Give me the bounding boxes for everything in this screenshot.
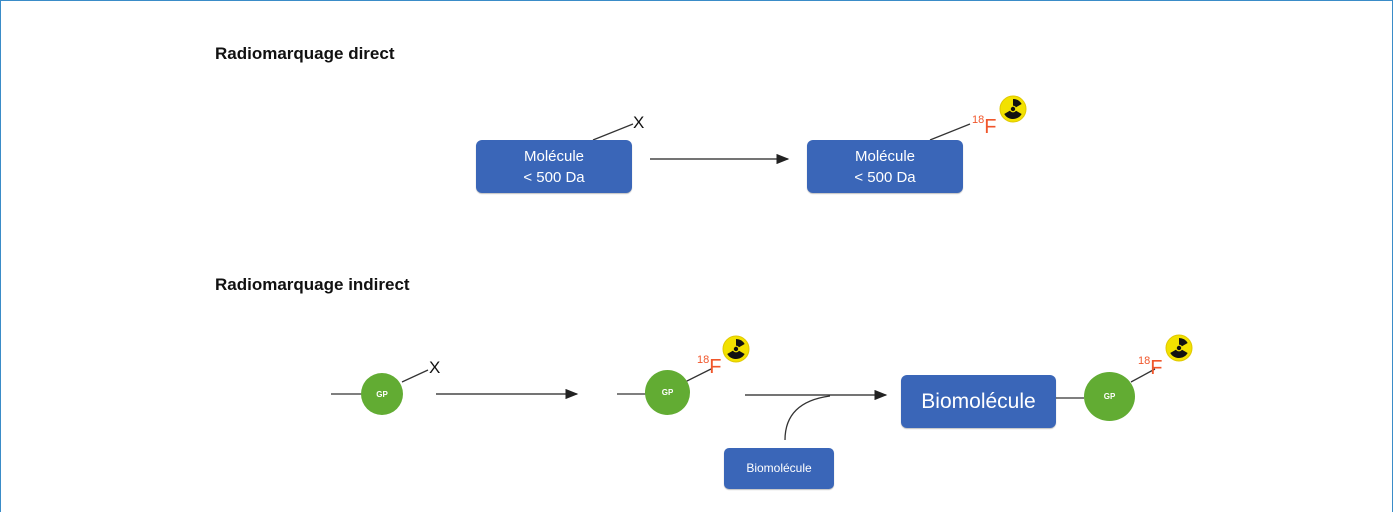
heading-direct: Radiomarquage direct xyxy=(215,44,395,63)
isotope-label-indirect-2: 18F xyxy=(1138,355,1163,380)
group-gp-precursor: GP xyxy=(361,373,403,415)
molecule-precursor-name: Molécule xyxy=(523,147,585,165)
molecule-product-name: Molécule xyxy=(854,147,916,165)
molecule-precursor-box: Molécule < 500 Da xyxy=(476,140,632,193)
biomolecule-reagent-label: Biomolécule xyxy=(746,461,812,475)
leaving-group-x-indirect: X xyxy=(429,358,441,377)
bond-gp-x xyxy=(401,369,429,383)
radioactive-icon xyxy=(999,95,1027,123)
biomolecule-product-box: Biomolécule xyxy=(901,375,1056,428)
isotope-label-indirect-1: 18F xyxy=(697,354,722,379)
isotope-mass: 18 xyxy=(697,354,710,366)
isotope-element: F xyxy=(984,116,997,138)
biomolecule-product-label: Biomolécule xyxy=(921,389,1036,413)
bond-precursor-x xyxy=(592,123,634,141)
bond-gp-f xyxy=(684,368,712,383)
reagent-curve xyxy=(784,395,831,441)
molecule-product-size: < 500 Da xyxy=(854,168,916,186)
isotope-label-direct: 18F xyxy=(972,114,997,139)
isotope-mass: 18 xyxy=(1138,355,1151,367)
group-gp-labeled: GP xyxy=(645,370,690,415)
radioactive-icon xyxy=(1165,334,1193,362)
radioactive-icon xyxy=(722,335,750,363)
leaving-group-x-direct: X xyxy=(633,113,645,132)
molecule-product-box: Molécule < 500 Da xyxy=(807,140,963,193)
biomolecule-reagent-box: Biomolécule xyxy=(724,448,834,489)
isotope-mass: 18 xyxy=(972,114,985,126)
isotope-element: F xyxy=(709,356,722,378)
isotope-element: F xyxy=(1150,357,1163,379)
bond-product-f xyxy=(929,123,971,141)
bond-product-gp-f xyxy=(1130,368,1156,383)
molecule-precursor-size: < 500 Da xyxy=(523,168,585,186)
group-gp-product: GP xyxy=(1084,372,1135,421)
heading-indirect: Radiomarquage indirect xyxy=(215,275,410,294)
